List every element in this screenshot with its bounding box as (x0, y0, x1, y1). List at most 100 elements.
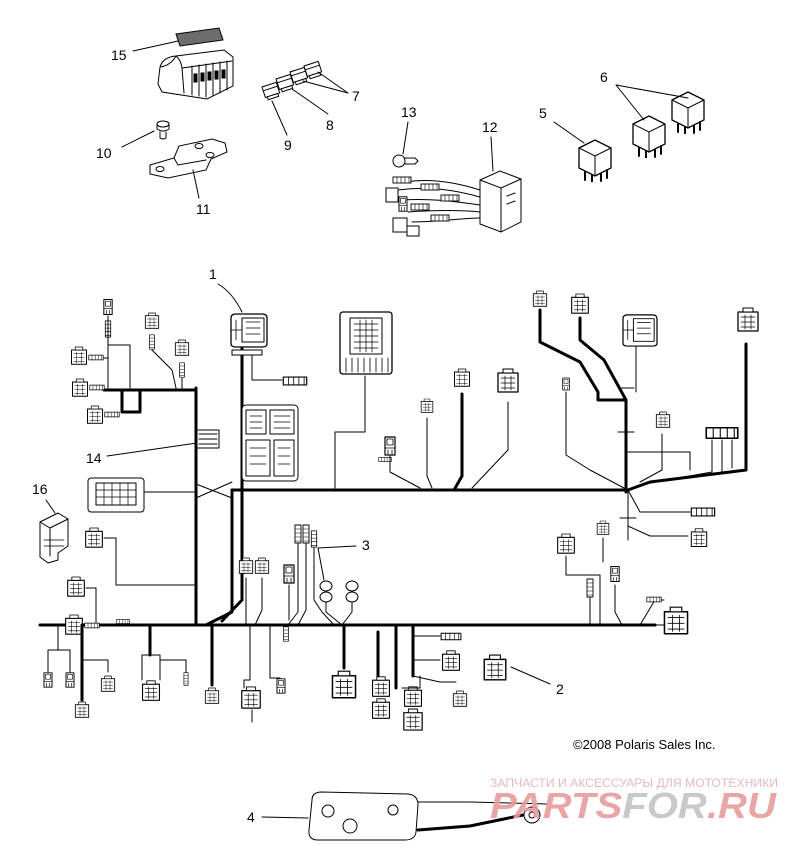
callout-12: 12 (482, 119, 498, 135)
callout-10: 10 (96, 145, 112, 161)
callout-5: 5 (539, 105, 547, 121)
connector (403, 686, 423, 707)
wire (626, 342, 748, 492)
callout-6: 6 (600, 69, 608, 85)
wire (141, 654, 187, 681)
connector (646, 596, 662, 603)
leader-7b (302, 80, 349, 94)
fuse-box-cover (157, 49, 234, 100)
wire (81, 659, 109, 673)
connector (441, 650, 461, 671)
connector (65, 614, 83, 635)
wire (471, 401, 509, 489)
connector (104, 411, 120, 418)
connector (736, 306, 760, 333)
connector (420, 183, 440, 191)
callout-4: 4 (247, 809, 255, 825)
fuse (275, 73, 295, 93)
callout-8: 8 (326, 117, 334, 133)
connector (302, 524, 310, 544)
callout-9: 9 (284, 137, 292, 153)
connector (622, 314, 658, 347)
connector (179, 362, 185, 378)
connector (440, 632, 462, 641)
multi-pin-connector (339, 311, 393, 375)
wire (243, 624, 281, 689)
leader-3 (317, 545, 357, 549)
wire (627, 489, 691, 541)
leader-15 (132, 40, 179, 52)
ground-strap: 4 (247, 791, 549, 841)
loose-parts: 15 7 8 9 10 (96, 27, 705, 237)
relay (578, 139, 612, 182)
connector (331, 670, 357, 699)
cover-edges (159, 55, 233, 94)
wire (627, 451, 691, 471)
relay (632, 115, 666, 158)
connector (610, 565, 620, 583)
connector (183, 672, 189, 686)
callout-1: 1 (209, 266, 217, 282)
callout-14: 14 (86, 450, 102, 466)
leader-4 (261, 816, 309, 819)
callout-16: 16 (32, 481, 48, 497)
connector (87, 405, 103, 424)
leader-16 (45, 499, 56, 514)
connector (430, 214, 450, 222)
connector (100, 675, 116, 692)
connector (141, 680, 161, 702)
connector (283, 564, 295, 584)
wire (401, 635, 457, 689)
connector (310, 530, 318, 548)
connector (384, 436, 396, 456)
connector (67, 576, 85, 597)
leader-1 (217, 283, 243, 313)
connector (420, 398, 434, 414)
connector (570, 293, 590, 314)
wire (565, 391, 625, 489)
strap-plate (308, 791, 419, 841)
connector (283, 626, 289, 642)
wire (103, 537, 197, 586)
callout-3: 3 (362, 537, 370, 553)
connector (410, 203, 430, 211)
connector (43, 672, 53, 688)
watermark-tagline: ЗАПЧАСТИ И АКСЕССУАРЫ ДЛЯ МОТОТЕХНИКИ (490, 776, 778, 790)
callout-2: 2 (556, 681, 564, 697)
mounting-bracket (149, 138, 228, 179)
bolt (156, 120, 170, 140)
wire (538, 308, 628, 402)
connector (240, 686, 262, 709)
sub-harness-3 (287, 524, 359, 626)
leader-10 (121, 130, 155, 148)
connector (690, 528, 708, 548)
ring-terminal (523, 806, 541, 824)
connector (103, 298, 113, 316)
copyright-notice: ©2008 Polaris Sales Inc. (573, 737, 716, 752)
fuse-relay-panel (241, 404, 299, 482)
logo-part-parts: PARTS (490, 785, 622, 826)
wire (565, 537, 604, 626)
sensor-16 (39, 512, 69, 564)
leader-6b (615, 84, 689, 99)
wire (245, 577, 263, 626)
logo-part-for: FOR (622, 785, 707, 826)
connector (453, 368, 471, 388)
connector-1 (230, 313, 268, 348)
cover-ribs (191, 60, 228, 98)
push-rivet (392, 154, 419, 168)
connector (392, 176, 412, 184)
connector (562, 377, 570, 391)
wire (578, 316, 628, 494)
wire (389, 455, 421, 489)
connector (85, 527, 103, 548)
connector (371, 676, 391, 697)
strap-hole (342, 818, 358, 834)
connector (403, 708, 423, 731)
wire (85, 587, 97, 626)
fuse (289, 66, 309, 86)
leader-13 (402, 121, 409, 155)
connector (398, 196, 408, 212)
wire (151, 349, 177, 389)
